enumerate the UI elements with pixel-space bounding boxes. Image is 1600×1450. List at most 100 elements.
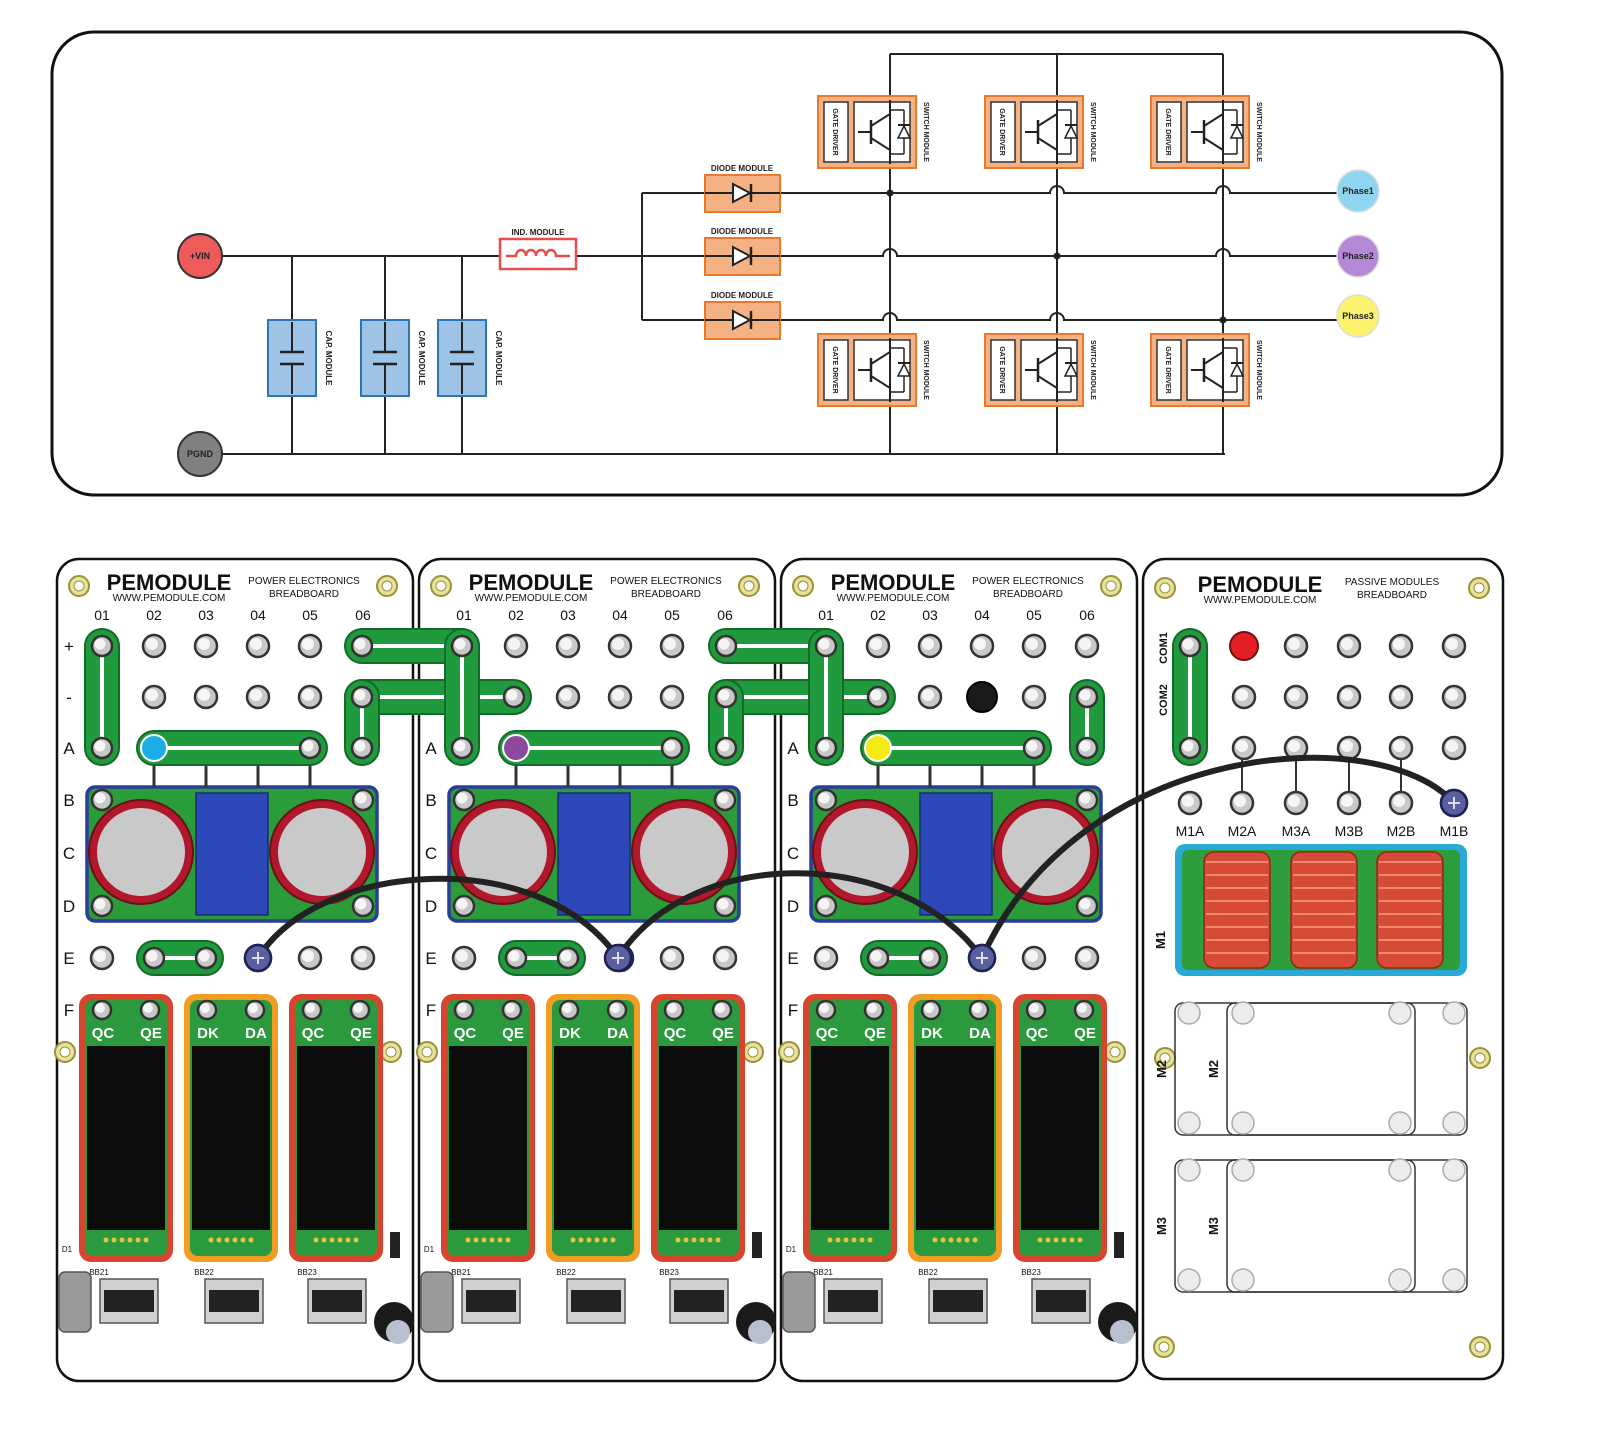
- module-label: M3: [1206, 1217, 1221, 1235]
- mount-hole-inner: [421, 1046, 433, 1058]
- header-pin: [1037, 1237, 1043, 1243]
- header-pin: [843, 1237, 849, 1243]
- board-title-1: POWER ELECTRONICS: [610, 576, 722, 587]
- row-label: B: [425, 791, 436, 810]
- pin-hole-highlight: [663, 949, 677, 963]
- row-label: B: [787, 791, 798, 810]
- pin-hole-highlight: [973, 637, 987, 651]
- mount-hole-inner: [381, 580, 393, 592]
- slot-label: QC: [302, 1025, 325, 1042]
- pin-hole-highlight: [355, 792, 367, 804]
- fwd-triangle: [1063, 124, 1079, 139]
- brand-logo: PEMODULE: [1198, 572, 1323, 597]
- slot-label: QE: [1074, 1025, 1096, 1042]
- positive-terminal-red: [1229, 631, 1259, 661]
- pin-hole-highlight: [1233, 794, 1247, 808]
- pin-hole-highlight: [1235, 688, 1249, 702]
- vin-terminal: [177, 233, 223, 279]
- pin-hole-highlight: [818, 898, 830, 910]
- row-label: D: [63, 897, 75, 916]
- pin-hole-highlight: [1026, 740, 1038, 752]
- pin-hole-highlight: [1025, 949, 1039, 963]
- pin-hole-highlight: [1392, 739, 1406, 753]
- header-pin: [594, 1237, 600, 1243]
- bb-label: BB21: [89, 1268, 109, 1277]
- phase-terminal-label: Phase2: [1342, 251, 1374, 261]
- column-label: 02: [146, 607, 162, 623]
- pin-hole-highlight: [455, 949, 469, 963]
- slot-label: M2: [1154, 1060, 1169, 1078]
- pin-hole-highlight: [1025, 688, 1039, 702]
- pin-hole-highlight: [562, 1003, 572, 1013]
- header-pin: [715, 1237, 721, 1243]
- slot-label: QC: [92, 1025, 115, 1042]
- igbt-collector: [1203, 113, 1224, 127]
- slot-pad: [1231, 1111, 1255, 1135]
- row-label: D: [787, 897, 799, 916]
- d1-label: D1: [786, 1245, 797, 1254]
- m-terminal-label: M3B: [1335, 823, 1364, 839]
- slot-pad: [1177, 1001, 1201, 1025]
- d1-label: D1: [62, 1245, 73, 1254]
- igbt-emitter: [1037, 375, 1058, 389]
- pin-hole-highlight: [456, 792, 468, 804]
- phase-terminal: [1336, 169, 1380, 213]
- bb-label: BB22: [556, 1268, 576, 1277]
- header-pin: [127, 1237, 133, 1243]
- pin-hole-highlight: [1340, 794, 1354, 808]
- column-label: 01: [456, 607, 472, 623]
- igbt-collector: [870, 351, 891, 365]
- pin-hole-highlight: [559, 637, 573, 651]
- bb-label: BB22: [918, 1268, 938, 1277]
- gate-driver-label: GATE DRIVER: [998, 346, 1005, 393]
- igbt-emitter: [870, 137, 891, 151]
- column-label: 05: [1026, 607, 1042, 623]
- pin-hole-highlight: [1340, 688, 1354, 702]
- igbt-emitter: [870, 375, 891, 389]
- mount-hole-inner: [385, 1046, 397, 1058]
- header-pin: [216, 1237, 222, 1243]
- board-title-1: POWER ELECTRONICS: [972, 576, 1084, 587]
- diode-triangle: [732, 245, 753, 267]
- pin-hole-highlight: [1287, 739, 1301, 753]
- pin-hole-highlight: [146, 950, 158, 962]
- switch-module: GATE DRIVER SWITCH MODULE: [984, 333, 1096, 407]
- phase-color-dot: [864, 734, 892, 762]
- pin-hole-highlight: [718, 638, 730, 650]
- pin-hole-highlight: [95, 1003, 105, 1013]
- mount-hole-inner: [73, 580, 85, 592]
- phase-terminal: [1336, 294, 1380, 338]
- slot-label: QE: [864, 1025, 886, 1042]
- power-device: [811, 1046, 889, 1230]
- electrolytic-cap-top: [278, 808, 366, 896]
- toroid-inductor: [1290, 851, 1358, 969]
- igbt-emitter: [1203, 375, 1224, 389]
- row-label: +: [64, 637, 74, 656]
- electrolytic-small-top: [1110, 1320, 1134, 1344]
- header-pin: [851, 1237, 857, 1243]
- gate-driver-label: GATE DRIVER: [998, 108, 1005, 155]
- board-title-2: BREADBOARD: [269, 589, 339, 600]
- mount-hole-inner: [435, 580, 447, 592]
- pin-hole-highlight: [507, 637, 521, 651]
- switch-module-label: SWITCH MODULE: [1089, 340, 1096, 400]
- phase-color-dot: [502, 734, 530, 762]
- pin-hole-highlight: [611, 637, 625, 651]
- m-terminal-label: M3A: [1282, 823, 1311, 839]
- gate-driver-box: [1156, 339, 1182, 401]
- igbt-collector: [1037, 113, 1058, 127]
- slot-pad: [1388, 1158, 1412, 1182]
- slot-label: DA: [245, 1025, 267, 1042]
- negative-terminal-black: [966, 681, 998, 713]
- electrolytic-cap-top: [97, 808, 185, 896]
- board-title-2: BREADBOARD: [631, 589, 701, 600]
- column-label: 01: [94, 607, 110, 623]
- board-title-2: BREADBOARD: [1357, 590, 1427, 601]
- pin-hole-highlight: [1392, 794, 1406, 808]
- phase-color-dot: [140, 734, 168, 762]
- pin-hole-highlight: [1182, 638, 1194, 650]
- mount-hole-inner: [797, 580, 809, 592]
